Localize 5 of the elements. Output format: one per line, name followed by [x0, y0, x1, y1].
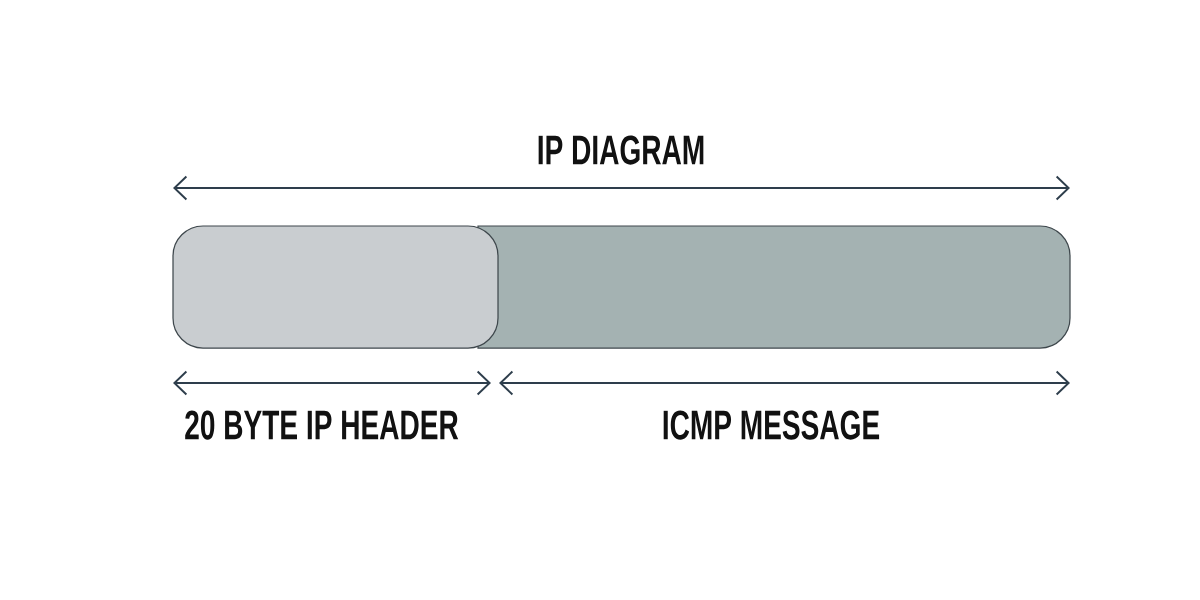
- title: IP DIAGRAM: [538, 135, 704, 165]
- message-box: [477, 225, 1071, 349]
- part-label: ICMP MESSAGE: [663, 410, 880, 440]
- part-label: 20 BYTE IP HEADER: [185, 410, 459, 440]
- message-box: [172, 225, 499, 349]
